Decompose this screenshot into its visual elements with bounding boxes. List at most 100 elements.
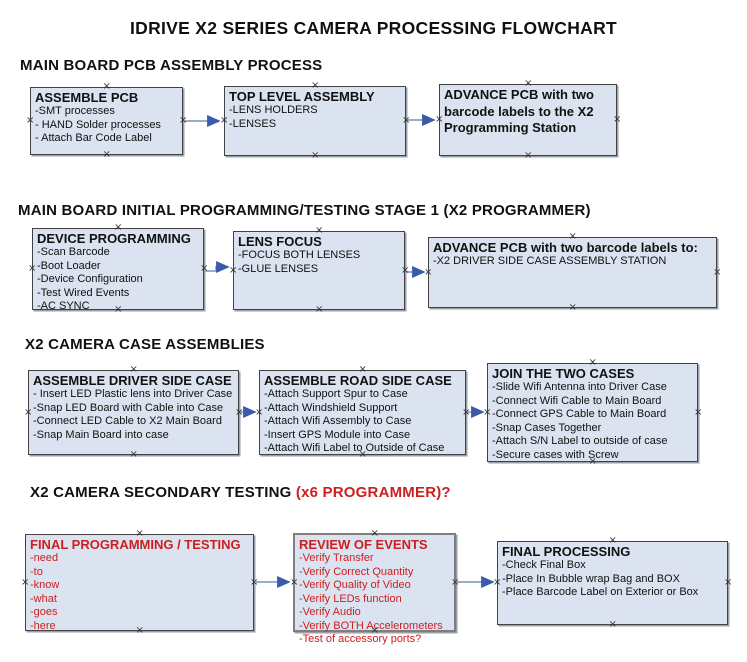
connector-handle-icon bbox=[250, 579, 258, 587]
connector-handle-icon bbox=[462, 409, 470, 417]
box-line: -X2 DRIVER SIDE CASE ASSEMBLY STATION bbox=[433, 255, 667, 267]
connector-handle-icon bbox=[235, 409, 243, 417]
connector-handle-icon bbox=[220, 117, 228, 125]
flow-box-top-level-assembly: TOP LEVEL ASSEMBLY -LENS HOLDERS -LENSES bbox=[224, 86, 406, 156]
box-line: -know bbox=[30, 579, 60, 591]
box-line: -LENS HOLDERS bbox=[229, 104, 318, 116]
connector-handle-icon bbox=[21, 579, 29, 587]
box-line: -FOCUS BOTH LENSES bbox=[238, 249, 361, 261]
connector-handle-icon bbox=[402, 117, 410, 125]
flow-arrow bbox=[205, 261, 230, 273]
box-title: DEVICE PROGRAMMING bbox=[37, 231, 191, 246]
box-line: -SMT processes bbox=[35, 105, 115, 117]
box-title: ASSEMBLE PCB bbox=[35, 90, 139, 105]
box-line: -Verify BOTH Accelerometers bbox=[299, 619, 443, 632]
connector-handle-icon bbox=[103, 151, 111, 159]
connector-handle-icon bbox=[483, 409, 491, 417]
box-line: -Verify Correct Quantity bbox=[299, 565, 414, 578]
flow-box-assemble-pcb: ASSEMBLE PCB -SMT processes - HAND Solde… bbox=[30, 87, 183, 155]
box-line: -Insert GPS Module into Case bbox=[264, 428, 411, 441]
connector-handle-icon bbox=[229, 267, 237, 275]
box-line: -Snap LED Board with Cable into Case bbox=[33, 401, 224, 414]
flow-box-advance-pcb-programming-station: ADVANCE PCB with two barcode labels to t… bbox=[439, 84, 617, 156]
box-line: -Attach Windshield Support bbox=[264, 401, 398, 414]
box-line: -Place Barcode Label on Exterior or Box bbox=[502, 586, 699, 598]
box-title: FINAL PROCESSING bbox=[502, 544, 631, 559]
box-title: JOIN THE TWO CASES bbox=[492, 366, 635, 381]
connector-handle-icon bbox=[255, 409, 263, 417]
box-line: -Verify Audio bbox=[299, 606, 361, 618]
box-title: ADVANCE PCB with two barcode labels to t… bbox=[444, 87, 594, 135]
box-line: -Attach Wifi Label to Outside of Case bbox=[264, 442, 445, 454]
page-title: IDRIVE X2 SERIES CAMERA PROCESSING FLOWC… bbox=[129, 18, 618, 38]
box-title: ASSEMBLE ROAD SIDE CASE bbox=[264, 373, 452, 388]
connector-handle-icon bbox=[613, 116, 621, 124]
connector-handle-icon bbox=[524, 152, 532, 160]
box-line: -Test of accessory ports? bbox=[299, 633, 422, 645]
box-line: -AC SYNC bbox=[37, 300, 90, 312]
section-heading-pcb-assembly: MAIN BOARD PCB ASSEMBLY PROCESS bbox=[20, 57, 323, 74]
flow-box-assemble-road-side-case: ASSEMBLE ROAD SIDE CASE -Attach Support … bbox=[259, 370, 466, 455]
box-line: -Connect Wifi Cable to Main Board bbox=[492, 394, 662, 407]
box-line: -Attach Support Spur to Case bbox=[264, 388, 408, 400]
box-line: -Device Configuration bbox=[37, 273, 143, 285]
heading-black-part: X2 CAMERA SECONDARY TESTING bbox=[30, 484, 292, 501]
box-line: -Boot Loader bbox=[37, 259, 101, 272]
box-title: ADVANCE PCB with two barcode labels to: bbox=[433, 240, 698, 255]
connector-handle-icon bbox=[609, 621, 617, 629]
connector-handle-icon bbox=[26, 117, 34, 125]
box-line: -Connect LED Cable to X2 Main Board bbox=[33, 415, 222, 427]
connector-handle-icon bbox=[290, 579, 298, 587]
box-line: -Place In Bubble wrap Bag and BOX bbox=[502, 572, 680, 585]
box-line: -Slide Wifi Antenna into Driver Case bbox=[492, 381, 667, 393]
box-line: -GLUE LENSES bbox=[238, 262, 319, 275]
box-title: REVIEW OF EVENTS bbox=[299, 537, 428, 552]
box-line: -Snap Cases Together bbox=[492, 421, 602, 434]
box-line: -Snap Main Board into case bbox=[33, 428, 169, 441]
connector-handle-icon bbox=[713, 269, 721, 277]
box-line: -Connect GPS Cable to Main Board bbox=[492, 408, 667, 420]
connector-handle-icon bbox=[424, 269, 432, 277]
connector-handle-icon bbox=[435, 116, 443, 124]
flow-box-lens-focus: LENS FOCUS -FOCUS BOTH LENSES -GLUE LENS… bbox=[233, 231, 405, 310]
flow-box-join-the-two-cases: JOIN THE TWO CASES -Slide Wifi Antenna i… bbox=[487, 363, 698, 462]
box-title: FINAL PROGRAMMING / TESTING bbox=[30, 537, 241, 552]
box-line: -LENSES bbox=[229, 117, 277, 130]
box-line: -here bbox=[30, 619, 56, 632]
flow-box-assemble-driver-side-case: ASSEMBLE DRIVER SIDE CASE - Insert LED P… bbox=[28, 370, 239, 455]
connector-handle-icon bbox=[493, 579, 501, 587]
connector-handle-icon bbox=[315, 306, 323, 314]
box-title: TOP LEVEL ASSEMBLY bbox=[229, 89, 375, 104]
box-line: -goes bbox=[30, 606, 58, 618]
connector-handle-icon bbox=[179, 117, 187, 125]
box-line: -to bbox=[30, 565, 43, 578]
box-line: -Attach S/N Label to outside of case bbox=[492, 435, 668, 447]
box-line: -Verify Transfer bbox=[299, 552, 374, 564]
flow-box-final-processing: FINAL PROCESSING -Check Final Box -Place… bbox=[497, 541, 728, 625]
box-line: -Check Final Box bbox=[502, 559, 586, 571]
section-heading-initial-programming: MAIN BOARD INITIAL PROGRAMMING/TESTING S… bbox=[18, 202, 591, 219]
connector-handle-icon bbox=[130, 451, 138, 459]
heading-red-part: (x6 PROGRAMMER)? bbox=[291, 484, 451, 501]
section-heading-secondary-testing: X2 CAMERA SECONDARY TESTING (x6 PROGRAMM… bbox=[30, 484, 451, 501]
box-line: -Attach Wifi Assembly to Case bbox=[264, 415, 412, 427]
connector-handle-icon bbox=[569, 304, 577, 312]
box-line: -Verify LEDs function bbox=[299, 592, 402, 605]
box-line: -Secure cases with Screw bbox=[492, 448, 619, 461]
flow-box-review-of-events: REVIEW OF EVENTS -Verify Transfer -Verif… bbox=[290, 533, 459, 645]
box-title: ASSEMBLE DRIVER SIDE CASE bbox=[33, 373, 232, 388]
flow-box-final-programming-testing: FINAL PROGRAMMING / TESTING -need -to -k… bbox=[25, 534, 254, 632]
connector-handle-icon bbox=[724, 579, 732, 587]
flow-box-advance-pcb-driver-side: ADVANCE PCB with two barcode labels to: … bbox=[428, 237, 717, 308]
box-line: -need bbox=[30, 552, 59, 564]
connector-handle-icon bbox=[451, 579, 459, 587]
box-title: LENS FOCUS bbox=[238, 234, 322, 249]
box-line: - Insert LED Plastic lens into Driver Ca… bbox=[33, 388, 233, 400]
connector-handle-icon bbox=[694, 409, 702, 417]
box-line: -Scan Barcode bbox=[37, 246, 110, 258]
box-line: -Test Wired Events bbox=[37, 286, 130, 299]
connector-handle-icon bbox=[24, 409, 32, 417]
box-line: -Verify Quality of Video bbox=[299, 579, 411, 591]
box-line: -what bbox=[30, 592, 57, 605]
